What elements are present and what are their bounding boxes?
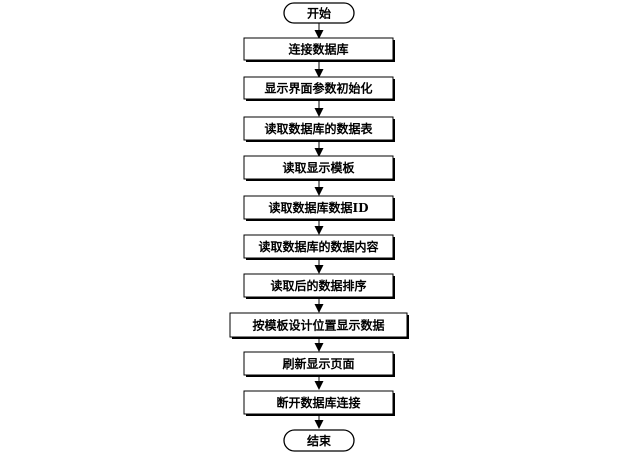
step-3: 读取数据库的数据表 xyxy=(243,116,395,142)
end-node: 结束 xyxy=(283,429,355,452)
step-box xyxy=(243,351,394,376)
step-box xyxy=(243,273,394,298)
step-6: 读取数据库的数据内容 xyxy=(243,234,395,260)
start-node: 开始 xyxy=(283,2,355,24)
end-label: 结束 xyxy=(307,433,332,448)
step-label: 断开数据库连接 xyxy=(276,395,360,410)
arrow-start-to-step-1 xyxy=(314,23,324,39)
step-8: 按模板设计位置显示数据 xyxy=(229,312,409,339)
arrow-head xyxy=(314,30,324,39)
step-box xyxy=(229,312,408,338)
step-label: 按模板设计位置显示数据 xyxy=(252,318,384,333)
arrow-head xyxy=(314,148,324,157)
step-box xyxy=(243,116,394,141)
arrow-head xyxy=(314,226,324,235)
step-2: 显示界面参数初始化 xyxy=(243,76,395,101)
arrow-step-8-to-step-9 xyxy=(314,337,324,352)
step-7: 读取后的数据排序 xyxy=(243,273,395,299)
arrow-step-5-to-step-6 xyxy=(314,219,324,235)
step-label: 读取后的数据排序 xyxy=(270,278,366,293)
step-9: 刷新显示页面 xyxy=(243,351,395,377)
step-1: 连接数据库 xyxy=(243,37,395,62)
arrow-step-4-to-step-5 xyxy=(314,179,324,196)
arrow-head xyxy=(314,304,324,313)
start-label: 开始 xyxy=(307,6,331,21)
arrow-head xyxy=(314,69,324,78)
step-label: 读取数据库数据ID xyxy=(268,200,368,215)
arrow-step-9-to-step-10 xyxy=(314,375,324,390)
step-box xyxy=(243,155,394,180)
step-label: 显示界面参数初始化 xyxy=(264,81,372,96)
step-box xyxy=(243,390,394,415)
step-box xyxy=(243,76,394,100)
step-box xyxy=(243,195,394,220)
arrow-head xyxy=(314,381,324,390)
arrow-step-1-to-step-2 xyxy=(314,60,324,78)
step-5: 读取数据库数据ID xyxy=(243,195,395,221)
step-box xyxy=(243,37,394,61)
step-label: 读取数据库的数据内容 xyxy=(258,239,378,254)
step-10: 断开数据库连接 xyxy=(243,390,395,416)
step-label: 连接数据库 xyxy=(288,42,348,57)
step-label: 刷新显示页面 xyxy=(282,356,354,371)
process-steps: 连接数据库 显示界面参数初始化 读取数据库的数据表 读取显示模板 读取数据库数据… xyxy=(229,37,409,416)
step-box xyxy=(243,234,394,259)
arrow-step-3-to-step-4 xyxy=(314,140,324,157)
arrow-step-6-to-step-7 xyxy=(314,258,324,274)
arrow-head xyxy=(314,265,324,274)
step-label: 读取显示模板 xyxy=(282,160,355,175)
arrow-step-7-to-step-8 xyxy=(314,297,324,313)
arrow-head xyxy=(314,343,324,352)
step-4: 读取显示模板 xyxy=(243,155,395,181)
arrow-step-10-to-end xyxy=(314,414,324,429)
arrow-step-2-to-step-3 xyxy=(314,99,324,117)
end-terminal-shape xyxy=(283,429,355,452)
arrow-head xyxy=(314,420,324,429)
step-label: 读取数据库的数据表 xyxy=(264,121,373,136)
arrow-head xyxy=(314,108,324,117)
arrow-head xyxy=(314,187,324,196)
